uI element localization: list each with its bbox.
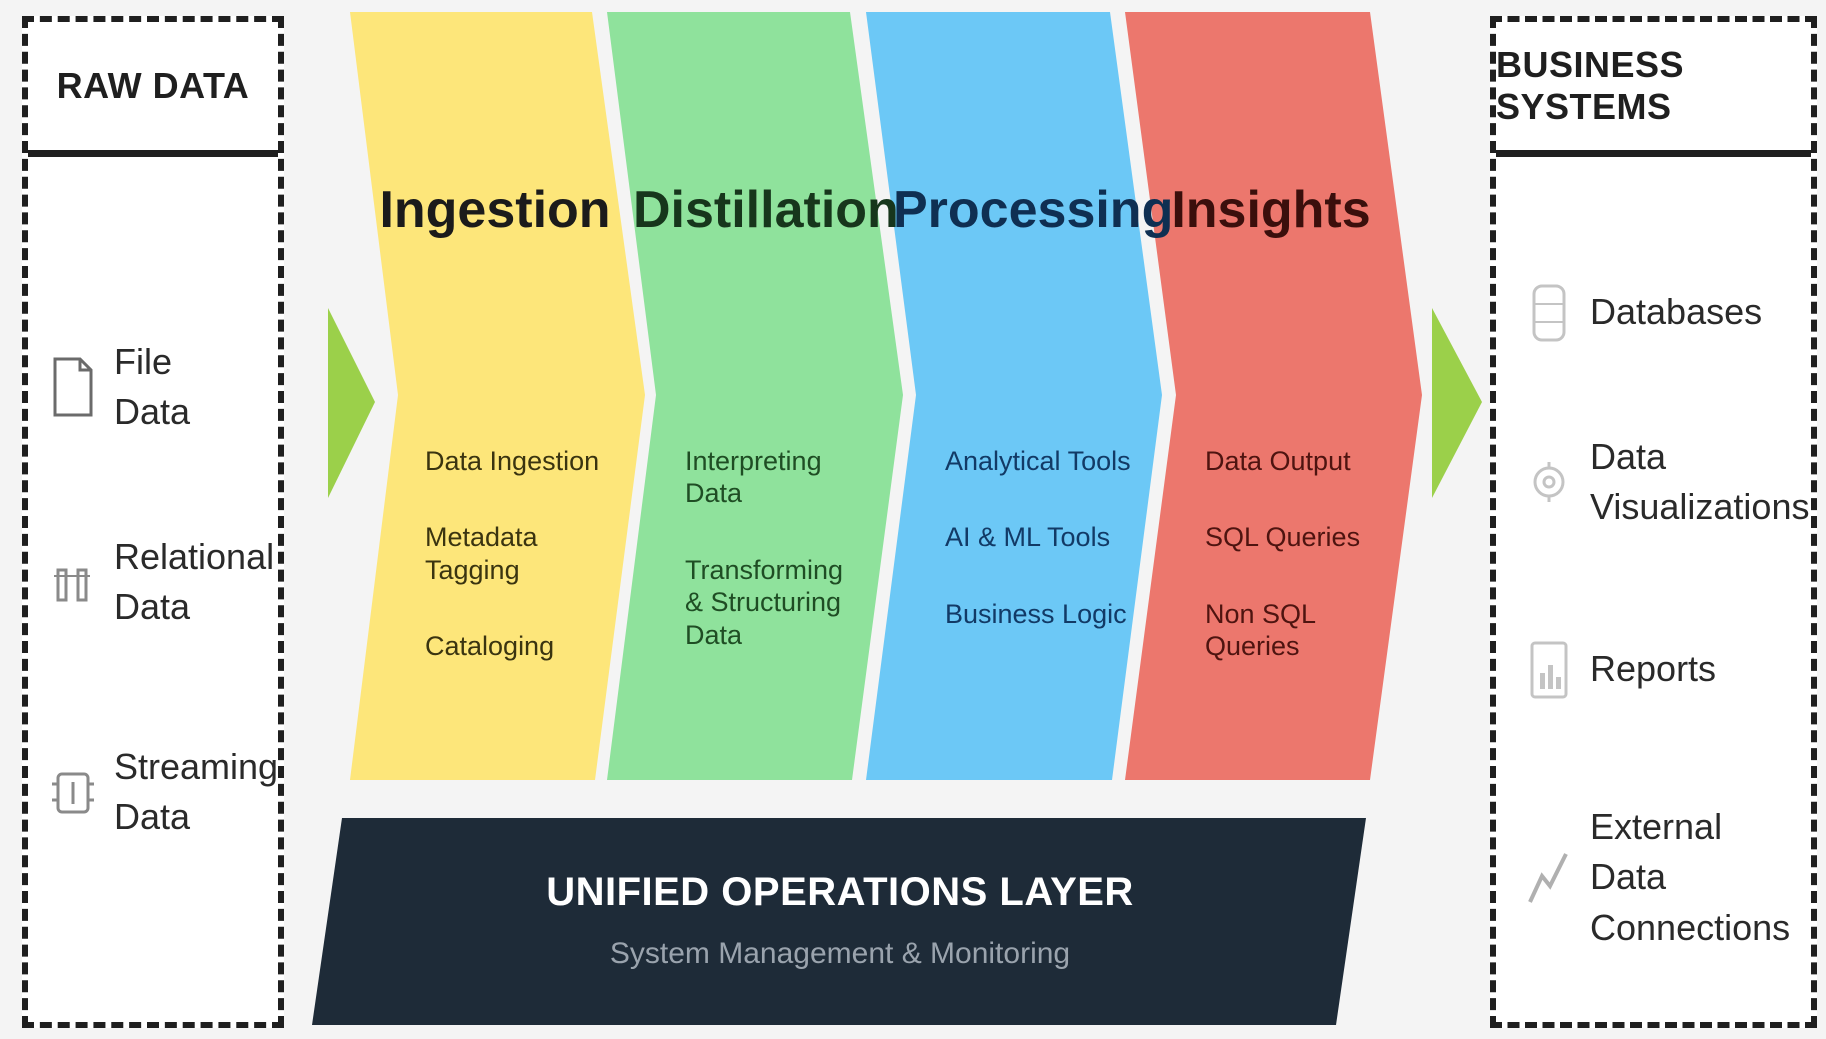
database-icon [1532, 284, 1566, 342]
source-label: Streaming Data [114, 746, 279, 838]
visualization-icon [1533, 462, 1565, 503]
stage-ingestion-title: Ingestion [379, 181, 611, 239]
stage-distillation-title: Distillation [633, 181, 899, 239]
destination-label: Data Visualizations [1590, 436, 1810, 528]
stage-ingestion-chevron [350, 12, 645, 780]
stage-item: AI & ML Tools [945, 522, 1111, 553]
stage-item: Analytical Tools [945, 446, 1131, 476]
source-label: File Data [114, 341, 191, 433]
destination-databases: Databases [1526, 280, 1810, 344]
destination-label: Reports [1590, 647, 1717, 689]
stage-distillation-chevron [607, 12, 903, 780]
relational-icon [54, 568, 90, 602]
file-icon [53, 357, 93, 417]
stage-item: Cataloging [425, 631, 555, 662]
stage-item: Transforming & Structuring Data [685, 554, 844, 650]
external-connection-icon [1528, 852, 1568, 903]
business-systems-title: BUSINESS SYSTEMS [1496, 22, 1811, 157]
streaming-icon [52, 772, 94, 814]
stage-item: SQL Queries [1205, 522, 1361, 553]
stage-processing-title: Processing [893, 181, 1174, 239]
operations-title: UNIFIED OPERATIONS LAYER [546, 870, 1134, 914]
stage-insights-title: Insights [1171, 181, 1371, 239]
stage-processing-items: Analytical Tools AI & ML Tools Business … [945, 445, 1145, 674]
operations-subtitle: System Management & Monitoring [609, 937, 1071, 970]
stage-insights-items: Data Output SQL Queries Non SQL Queries [1205, 445, 1405, 707]
flow-arrow-in-icon [328, 308, 375, 498]
stage-item: Data Output [1205, 446, 1351, 476]
source-file-data: File Data [50, 337, 244, 438]
source-relational-data: Relational Data [50, 532, 275, 633]
stage-item: Business Logic [945, 598, 1127, 629]
stage-ingestion-items: Data Ingestion Metadata Tagging Catalogi… [425, 445, 625, 707]
stage-item: Interpreting Data [685, 446, 822, 509]
business-systems-panel: BUSINESS SYSTEMS Databases Data Visualiz… [1490, 16, 1817, 1028]
source-streaming-data: Streaming Data [50, 742, 279, 843]
stage-item: Data Ingestion [425, 446, 600, 476]
destination-visualizations: Data Visualizations [1526, 432, 1810, 533]
stage-item: Non SQL Queries [1205, 598, 1316, 662]
source-label: Relational Data [114, 536, 275, 628]
flow-arrow-out-icon [1432, 308, 1482, 498]
stage-distillation-items: Interpreting Data Transforming & Structu… [685, 445, 885, 683]
destination-label: External Data Connections [1590, 806, 1791, 948]
destination-external-connections: External Data Connections [1526, 802, 1790, 953]
raw-data-panel: RAW DATA File Data Relational Data Strea… [22, 16, 284, 1028]
report-icon [1530, 641, 1568, 699]
stage-insights-chevron [1125, 12, 1422, 780]
stage-item: Metadata Tagging [425, 522, 538, 585]
stage-processing-chevron [866, 12, 1162, 780]
destination-label: Databases [1590, 290, 1763, 332]
raw-data-title: RAW DATA [28, 22, 278, 157]
destination-reports: Reports [1526, 637, 1810, 701]
operations-band [312, 818, 1366, 1025]
